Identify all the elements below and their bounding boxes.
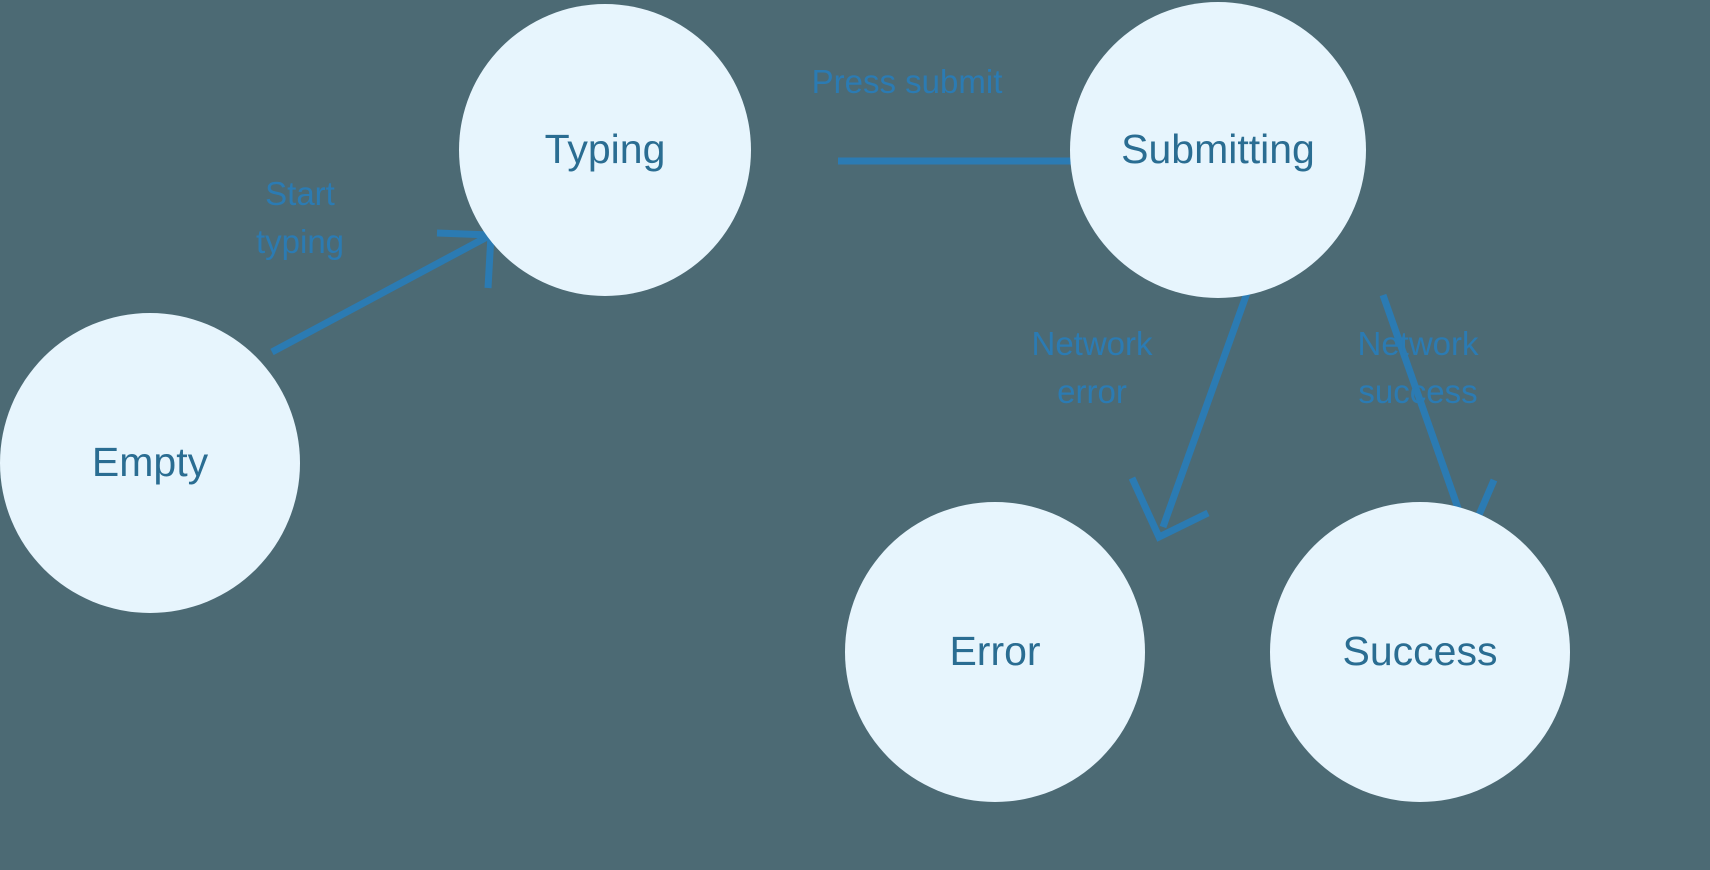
edge-line-submitting-to-success	[1379, 293, 1469, 530]
edge-label-line-2: error	[1057, 373, 1127, 410]
node-label-typing: Typing	[545, 126, 666, 172]
edge-label-line-1: Network	[1031, 325, 1153, 362]
node-label-success: Success	[1343, 628, 1498, 674]
node-circle-success[interactable]	[1270, 502, 1570, 802]
node-submitting[interactable]: Submitting	[1070, 2, 1366, 298]
node-success[interactable]: Success	[1270, 502, 1570, 802]
edge-line-submitting-to-error	[1159, 291, 1251, 529]
edge-label-submitting-to-success: Network success	[1357, 325, 1479, 410]
edge-label-line-2: typing	[256, 223, 344, 260]
node-label-error: Error	[949, 628, 1040, 674]
node-circle-error[interactable]	[845, 502, 1145, 802]
edge-label-line-1: Press submit	[812, 63, 1003, 100]
edge-label-empty-to-typing: Start typing	[256, 175, 344, 260]
edge-label-line-1: Network	[1357, 325, 1479, 362]
edge-label-line-2: success	[1358, 373, 1477, 410]
arrowhead-icon-submitting-to-error	[1128, 476, 1210, 542]
edge-label-line-1: Start	[265, 175, 335, 212]
edge-label-typing-to-submitting: Press submit	[812, 63, 1003, 100]
node-circle-submitting[interactable]	[1070, 2, 1366, 298]
node-circle-typing[interactable]	[459, 4, 751, 296]
node-circle-empty[interactable]	[0, 313, 300, 613]
edge-label-submitting-to-error: Network error	[1031, 325, 1153, 410]
edge-submitting-to-error	[1128, 291, 1251, 542]
node-label-empty: Empty	[92, 439, 209, 485]
edge-line-empty-to-typing	[270, 233, 489, 356]
node-empty[interactable]: Empty	[0, 313, 300, 613]
node-typing[interactable]: Typing	[459, 4, 751, 296]
node-error[interactable]: Error	[845, 502, 1145, 802]
node-label-submitting: Submitting	[1121, 126, 1315, 172]
